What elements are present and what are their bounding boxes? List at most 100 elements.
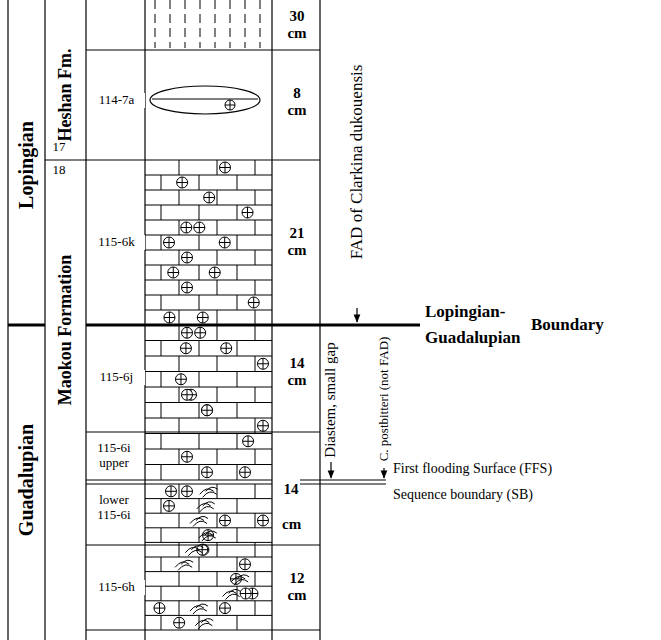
- fossil-circle: [258, 420, 269, 431]
- brick-joint: [255, 513, 256, 528]
- fossil-cross: [202, 467, 213, 478]
- nodule-lens: [150, 86, 260, 114]
- fossil-symbol: [182, 389, 193, 400]
- shale-dash: [215, 0, 216, 48]
- fossil-cross: [182, 282, 193, 293]
- fossil-cross: [219, 237, 230, 248]
- sample-number: 115-6j: [88, 370, 145, 385]
- brick-joint: [199, 341, 200, 357]
- brick-joint: [199, 434, 200, 450]
- fossil-circle: [181, 222, 192, 233]
- fossil-symbol: [154, 603, 165, 614]
- fossil-symbol: [182, 252, 193, 263]
- brick-joint: [217, 220, 218, 235]
- fossil-symbol: [182, 327, 193, 338]
- fossil-cross: [195, 327, 206, 338]
- brick-joint: [179, 250, 180, 265]
- brick-joint: [161, 295, 162, 310]
- boundary-label: Boundary: [530, 315, 605, 335]
- fossil-circle: [197, 312, 208, 323]
- column-border: [271, 0, 272, 640]
- fossil-cross: [220, 603, 231, 614]
- formation-name: Heshan Fm.: [55, 47, 76, 142]
- column-border: [319, 0, 320, 640]
- brick-joint: [237, 586, 238, 601]
- fossil-circle: [182, 389, 193, 400]
- brick-joint: [255, 220, 256, 235]
- brick-joint: [217, 449, 218, 465]
- fossil-symbol: [240, 559, 251, 570]
- fossil-symbol: [195, 327, 206, 338]
- brick-joint: [255, 418, 256, 434]
- fossil-cross: [182, 451, 193, 462]
- bed-line: [145, 310, 272, 311]
- fossil-cross: [182, 486, 193, 497]
- brick-joint: [199, 175, 200, 190]
- fossil-cross: [182, 389, 193, 400]
- fossil-symbol: [182, 451, 193, 462]
- brick-joint: [199, 528, 200, 543]
- cross-bedding-mark: [199, 531, 217, 541]
- fossil-circle: [220, 515, 231, 526]
- fossil-symbol: [240, 588, 251, 599]
- fossil-circle: [243, 436, 254, 447]
- fossil-cross: [177, 177, 188, 188]
- fossil-cross: [220, 515, 231, 526]
- brick-joint: [237, 557, 238, 572]
- fossil-circle: [182, 282, 193, 293]
- lens-line: [152, 99, 258, 100]
- brick-joint: [179, 190, 180, 205]
- fossil-circle: [242, 207, 253, 218]
- boundary-label: Lopingian-: [424, 302, 506, 322]
- column-border: [7, 0, 8, 640]
- brick-joint: [237, 265, 238, 280]
- fossil-symbol: [174, 617, 185, 628]
- fossil-circle: [220, 162, 231, 173]
- fossil-symbol: [221, 343, 232, 354]
- shale-dash: [245, 0, 246, 48]
- brick-joint: [255, 250, 256, 265]
- brick-joint: [199, 205, 200, 220]
- fossil-cross: [243, 436, 254, 447]
- bed-line: [145, 449, 272, 450]
- fossil-symbol: [258, 420, 269, 431]
- stage-boundary: [8, 324, 45, 327]
- cross-bedding-mark: [195, 619, 213, 629]
- fossil-circle: [182, 486, 193, 497]
- cross-bedding-mark: [185, 546, 203, 556]
- brick-joint: [217, 190, 218, 205]
- fossil-circle: [154, 603, 165, 614]
- fossil-symbol: [164, 237, 175, 248]
- column-border: [85, 0, 86, 640]
- brick-joint: [179, 160, 180, 175]
- bed-line: [145, 600, 272, 601]
- fossil-symbol: [204, 192, 215, 203]
- cross-bedding-mark: [200, 487, 218, 497]
- fossil-circle: [258, 515, 269, 526]
- bed-number: 18: [48, 163, 70, 178]
- sample-number: 115-6i upper: [88, 441, 140, 471]
- cross-bedding-mark: [190, 516, 208, 526]
- brick-joint: [255, 160, 256, 175]
- fossil-cross: [202, 405, 213, 416]
- fossil-cross: [197, 312, 208, 323]
- cross-bedding-mark: [190, 604, 208, 614]
- brick-joint: [217, 250, 218, 265]
- fossil-circle: [174, 617, 185, 628]
- fossil-symbol: [219, 237, 230, 248]
- rule-line: [86, 431, 320, 432]
- fossil-symbol: [194, 222, 205, 233]
- brick-joint: [255, 572, 256, 587]
- brick-joint: [179, 280, 180, 295]
- bed-line: [145, 586, 272, 587]
- fossil-cross: [174, 617, 185, 628]
- bed-line: [145, 542, 272, 543]
- fossil-cross: [204, 192, 215, 203]
- bed-line: [145, 402, 272, 403]
- boundary-label: Guadalupian: [424, 328, 521, 348]
- fossil-cross: [164, 500, 175, 511]
- rule-line: [45, 159, 320, 160]
- brick-joint: [161, 615, 162, 630]
- fossil-circle: [195, 327, 206, 338]
- fossil-symbol: [202, 467, 213, 478]
